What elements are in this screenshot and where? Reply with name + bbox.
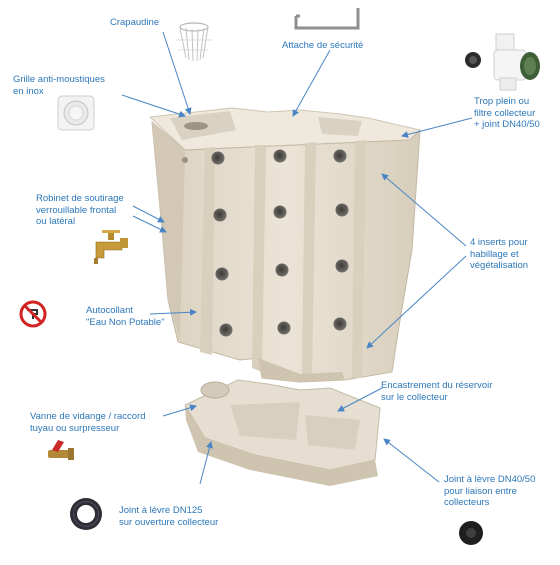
label-attache: Attache de sécurité: [282, 40, 363, 52]
label-line: Autocollant: [86, 305, 134, 316]
label-trop-plein: Trop plein ou filtre collecteur + joint …: [474, 96, 540, 131]
label-vanne: Vanne de vidange / raccord tuyau ou surp…: [30, 411, 145, 434]
label-line: Joint à lèvre DN125: [119, 505, 203, 516]
tank-holes: [182, 149, 349, 337]
label-inserts: 4 inserts pour habillage et végétalisati…: [470, 237, 528, 272]
label-joint-dn125: Joint à lèvre DN125 sur ouverture collec…: [119, 505, 218, 528]
label-grille: Grille anti-moustiques en inox: [13, 74, 105, 97]
rubber-seal-icon: [459, 521, 483, 545]
collector-base: [184, 379, 381, 486]
water-tank: [148, 107, 421, 383]
mesh-filter-icon: [57, 95, 95, 131]
label-line: végétalisation: [470, 260, 529, 271]
callout-arrows: [121, 31, 473, 485]
label-line: pour liaison entre: [444, 485, 517, 497]
bracket-icon: [294, 8, 360, 30]
label-autocollant: Autocollant "Eau Non Potable": [86, 305, 165, 328]
label-joint-levre: Joint à lèvre DN40/50 pour liaison entre…: [444, 474, 535, 509]
label-line: Grille anti-moustiques: [13, 74, 105, 85]
label-line: habillage et: [470, 248, 519, 260]
drain-valve-icon: [48, 440, 74, 460]
label-line: Vanne de vidange / raccord: [30, 411, 146, 422]
label-line: 4 inserts pour: [470, 237, 528, 248]
label-line: verrouillable frontal: [36, 204, 117, 216]
label-line: "Eau Non Potable": [86, 316, 165, 328]
label-line: collecteurs: [444, 497, 490, 508]
label-line: Joint à lèvre DN40/50: [444, 474, 536, 485]
label-line: en inox: [13, 85, 44, 97]
label-line: Encastrement du réservoir: [381, 380, 493, 391]
label-crapaudine: Crapaudine: [110, 17, 159, 29]
tap-icon: [94, 230, 128, 264]
label-line: sur le collecteur: [381, 391, 448, 403]
large-seal-icon: [70, 498, 102, 530]
no-drinking-water-icon: [19, 300, 47, 328]
label-line: + joint DN40/50: [474, 119, 540, 130]
label-line: Attache de sécurité: [282, 40, 364, 51]
overflow-filter-icon: [465, 33, 540, 91]
label-line: Trop plein ou: [474, 96, 530, 107]
label-line: Crapaudine: [110, 17, 160, 28]
strainer-icon: [176, 22, 212, 62]
label-line: sur ouverture collecteur: [119, 516, 219, 528]
label-line: tuyau ou surpresseur: [30, 422, 120, 434]
label-line: ou latéral: [36, 216, 76, 227]
label-line: filtre collecteur: [474, 107, 536, 119]
label-encastrement: Encastrement du réservoir sur le collect…: [381, 380, 492, 403]
label-line: Robinet de soutirage: [36, 193, 124, 204]
label-robinet: Robinet de soutirage verrouillable front…: [36, 193, 124, 228]
